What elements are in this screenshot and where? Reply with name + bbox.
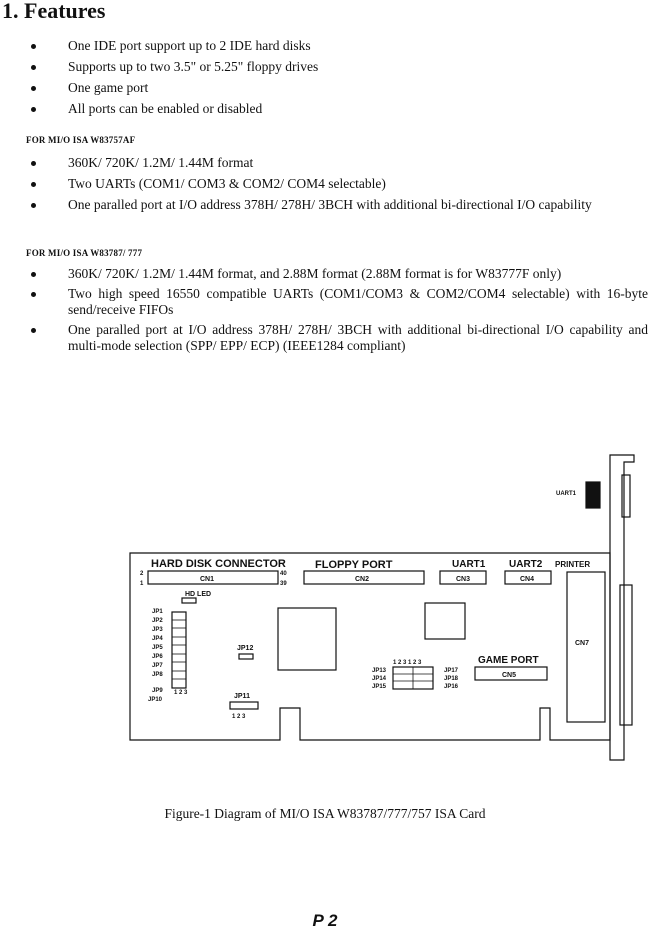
jp12-label: JP12 (237, 645, 253, 652)
pin-label: 39 (280, 581, 287, 587)
jp11-label: JP11 (234, 693, 250, 700)
cn3-connector (439, 570, 487, 585)
jp11-header (229, 701, 259, 710)
cn2-connector (303, 570, 425, 585)
pin-label: 1 2 3 (174, 690, 188, 696)
bullet-icon (31, 44, 36, 49)
jumper-label: JP18 (444, 676, 459, 682)
bracket-uart1-label: UART1 (556, 491, 577, 497)
hd-led-label: HD LED (185, 591, 211, 598)
cn7-label: CN7 (575, 640, 589, 647)
page-number: P 2 (312, 911, 338, 930)
bullet-icon (31, 86, 36, 91)
jp12-header (238, 653, 254, 660)
cn1-label: CN1 (200, 576, 214, 583)
jumper-label: JP14 (372, 676, 387, 682)
jumper-label: JP16 (444, 684, 459, 690)
bullet-icon (31, 107, 36, 112)
w83757-feature-list: 360K/ 720K/ 1.2M/ 1.44M format Two UARTs… (0, 155, 648, 213)
jumper-label: JP2 (152, 618, 163, 624)
feature-item: Supports up to two 3.5" or 5.25" floppy … (0, 59, 648, 75)
w83787-feature-list: 360K/ 720K/ 1.2M/ 1.44M format, and 2.88… (0, 266, 648, 354)
jumper-label: JP17 (444, 668, 459, 674)
jumper-label: JP8 (152, 672, 163, 678)
jumper-label: JP10 (148, 697, 163, 703)
bullet-icon (31, 328, 36, 333)
feature-item: One paralled port at I/O address 378H/ 2… (0, 197, 648, 213)
main-chip (277, 607, 337, 671)
pin-label: 1 (140, 581, 144, 587)
feature-item: 360K/ 720K/ 1.2M/ 1.44M format (0, 155, 648, 171)
jumper-label: JP3 (152, 627, 163, 633)
bullet-icon (31, 272, 36, 277)
bullet-icon (31, 182, 36, 187)
game-port-label: GAME PORT (478, 655, 539, 666)
feature-item: One paralled port at I/O address 378H/ 2… (0, 322, 648, 354)
feature-item: Two UARTs (COM1/ COM3 & COM2/ COM4 selec… (0, 176, 648, 192)
jumper-label: JP6 (152, 654, 163, 660)
cn3-label: CN3 (456, 576, 470, 583)
bullet-icon (31, 65, 36, 70)
cn1-connector (147, 570, 279, 585)
jumper-label: JP9 (152, 688, 163, 694)
jumper-label: JP5 (152, 645, 163, 651)
hd-led-header (181, 597, 197, 604)
cn5-label: CN5 (502, 672, 516, 679)
general-feature-list: One IDE port support up to 2 IDE hard di… (0, 38, 648, 117)
pin-label: 1 2 3 (232, 714, 246, 720)
bullet-icon (31, 161, 36, 166)
cn5-connector (474, 666, 548, 681)
section-label-757: FOR MI/O ISA W83757AF (26, 135, 136, 145)
jumper-block (171, 611, 187, 689)
pin-label: 40 (280, 571, 287, 577)
cn4-connector (504, 570, 552, 585)
feature-item: Two high speed 16550 compatible UARTs (C… (0, 286, 648, 318)
figure-caption: Figure-1 Diagram of MI/O ISA W83787/777/… (164, 806, 486, 821)
cn2-label: CN2 (355, 576, 369, 583)
feature-item: 360K/ 720K/ 1.2M/ 1.44M format, and 2.88… (0, 266, 648, 282)
bullet-icon (31, 203, 36, 208)
jumper-label: JP15 (372, 684, 387, 690)
secondary-chip (424, 602, 466, 640)
pin-label: 2 (140, 571, 144, 577)
printer-label: PRINTER (555, 560, 590, 569)
uart1-label: UART1 (452, 559, 486, 570)
jumper-label: JP13 (372, 668, 387, 674)
cn7-connector (566, 571, 606, 723)
jumper-label: JP1 (152, 609, 163, 615)
page-heading: 1. Features (2, 0, 106, 23)
floppy-port-label: FLOPPY PORT (315, 559, 393, 571)
feature-item: All ports can be enabled or disabled (0, 101, 648, 117)
jumper-label: JP7 (152, 663, 163, 669)
feature-item: One game port (0, 80, 648, 96)
board-outline (129, 552, 611, 741)
uart2-label: UART2 (509, 559, 543, 570)
feature-item: One IDE port support up to 2 IDE hard di… (0, 38, 648, 54)
jumper-label: JP4 (152, 636, 163, 642)
section-label-787: FOR MI/O ISA W83787/ 777 (26, 248, 143, 258)
cn4-label: CN4 (520, 576, 534, 583)
mounting-bracket (585, 454, 635, 761)
jp-group-pins: 1 2 3 1 2 3 (393, 660, 422, 666)
bullet-icon (31, 292, 36, 297)
hard-disk-connector-label: HARD DISK CONNECTOR (151, 558, 286, 570)
